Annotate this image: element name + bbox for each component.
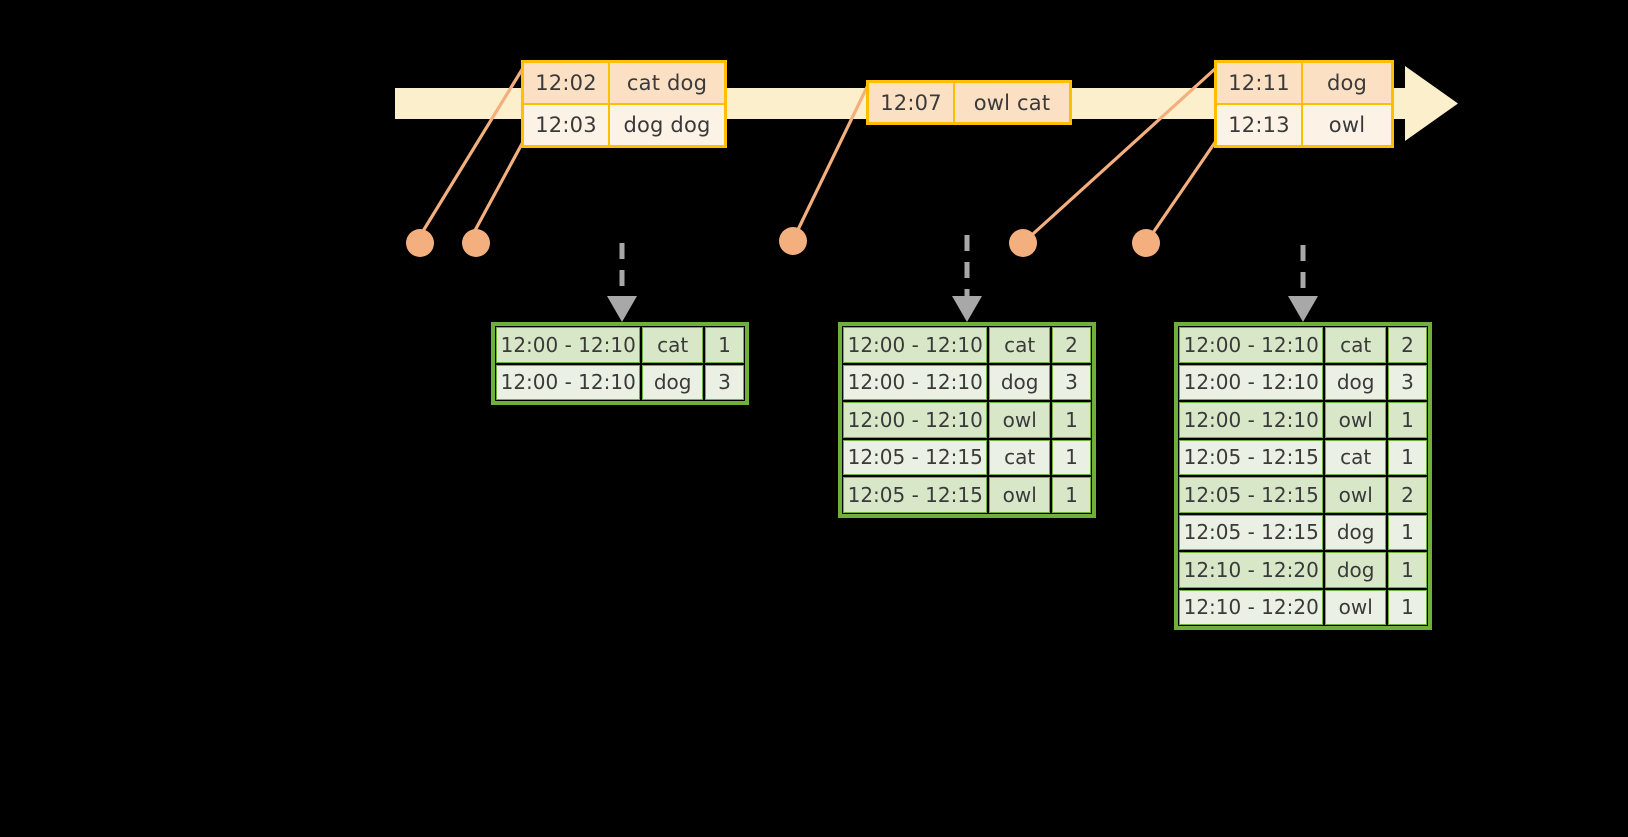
table-cell-count: 1 [1387,402,1427,438]
table-cell-key: cat [989,439,1050,475]
emit-arrows [619,235,1306,300]
table-cell-count: 1 [1051,402,1091,438]
table-cell-key: dog [642,364,703,400]
table-cell-count: 2 [1387,327,1427,363]
table-cell-count: 1 [1387,439,1427,475]
event-row[interactable]: 12:11 dog [1217,63,1391,103]
event-value: dog dog [610,105,724,145]
event-value: dog [1303,63,1391,103]
table-cell-count: 1 [1051,439,1091,475]
table-cell-window: 12:05 - 12:15 [1179,477,1324,513]
table-cell-count: 1 [1387,552,1427,588]
emit-arrowheads [607,296,1318,322]
table-cell-count: 1 [1387,589,1427,625]
table-cell-key: owl [1325,589,1386,625]
event-time: 12:02 [524,63,610,103]
table-cell-key: owl [989,477,1050,513]
event-markers [406,227,1160,257]
event-value: cat dog [610,63,724,103]
table-cell-window: 12:00 - 12:10 [843,402,988,438]
table-cell-count: 1 [704,327,744,363]
table-cell-window: 12:10 - 12:20 [1179,552,1324,588]
leader-line-1 [418,67,525,237]
event-marker-dot-1[interactable] [406,229,434,257]
event-time: 12:07 [869,83,955,122]
table-cell-window: 12:00 - 12:10 [1179,327,1324,363]
table-cell-key: dog [1325,364,1386,400]
table-cell-window: 12:00 - 12:10 [1179,364,1324,400]
event-time: 12:03 [524,105,610,145]
event-box-2[interactable]: 12:07 owl cat [866,80,1072,125]
table-cell-count: 1 [1387,514,1427,550]
emit-arrowhead-2 [952,296,982,322]
table-cell-window: 12:05 - 12:15 [843,477,988,513]
event-row[interactable]: 12:02 cat dog [524,63,724,103]
emit-arrowhead-1 [607,296,637,322]
table-cell-window: 12:10 - 12:20 [1179,589,1324,625]
event-box-1[interactable]: 12:02 cat dog 12:03 dog dog [521,60,727,148]
table-cell-key: dog [1325,514,1386,550]
table-cell-count: 1 [1051,477,1091,513]
leader-line-3 [791,84,870,241]
event-row[interactable]: 12:03 dog dog [524,103,724,145]
table-cell-key: dog [1325,552,1386,588]
table-cell-key: owl [1325,477,1386,513]
emit-arrowhead-3 [1288,296,1318,322]
table-cell-window: 12:00 - 12:10 [843,327,988,363]
leader-line-2 [470,139,526,237]
table-cell-window: 12:00 - 12:10 [1179,402,1324,438]
event-marker-dot-2[interactable] [462,229,490,257]
table-cell-key: cat [1325,327,1386,363]
table-cell-count: 3 [1387,364,1427,400]
event-marker-dot-5[interactable] [1132,229,1160,257]
table-cell-count: 3 [704,364,744,400]
event-box-3[interactable]: 12:11 dog 12:13 owl [1214,60,1394,148]
event-value: owl cat [955,83,1069,122]
event-marker-dot-3[interactable] [779,227,807,255]
event-marker-dot-4[interactable] [1009,229,1037,257]
event-row[interactable]: 12:13 owl [1217,103,1391,145]
table-cell-key: cat [1325,439,1386,475]
table-cell-window: 12:05 - 12:15 [1179,439,1324,475]
table-cell-key: cat [642,327,703,363]
event-value: owl [1303,105,1391,145]
table-cell-count: 2 [1051,327,1091,363]
table-cell-window: 12:05 - 12:15 [1179,514,1324,550]
event-time: 12:13 [1217,105,1303,145]
table-cell-count: 3 [1051,364,1091,400]
table-cell-window: 12:00 - 12:10 [496,364,641,400]
leader-line-5 [1144,137,1220,244]
table-cell-key: cat [989,327,1050,363]
event-row[interactable]: 12:07 owl cat [869,83,1069,122]
event-time: 12:11 [1217,63,1303,103]
table-cell-window: 12:00 - 12:10 [843,364,988,400]
table-cell-key: owl [989,402,1050,438]
table-cell-key: dog [989,364,1050,400]
table-cell-window: 12:05 - 12:15 [843,439,988,475]
table-cell-key: owl [1325,402,1386,438]
table-cell-count: 2 [1387,477,1427,513]
table-cell-window: 12:00 - 12:10 [496,327,641,363]
